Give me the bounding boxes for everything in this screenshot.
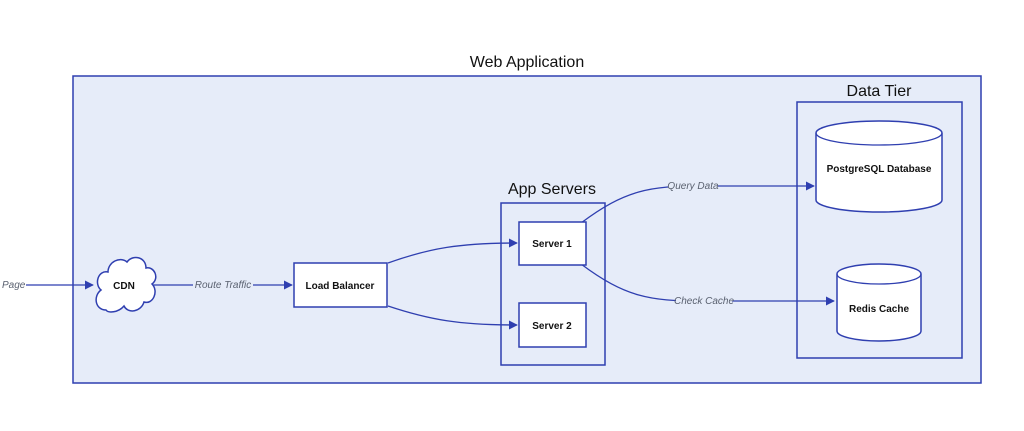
redis-label: Redis Cache [849,304,909,315]
server1-box [518,221,587,266]
edge-label-page: Page [2,280,26,291]
page-label-bg [0,278,25,292]
query-data-label-bg [668,179,718,193]
data-tier-title: Data Tier [847,83,913,100]
server2-box [518,302,587,348]
postgres-node: PostgreSQL Database [815,120,943,213]
postgres-label: PostgreSQL Database [827,164,932,175]
route-traffic-label-bg [193,278,253,292]
server1-label: Server 1 [532,239,572,250]
edge-label-check-cache: Check Cache [674,296,734,307]
database-top-rim [815,132,943,146]
load-balancer-label: Load Balancer [306,281,375,292]
cdn-label: CDN [113,281,135,292]
app-servers-title: App Servers [508,181,596,198]
edge-label-route-traffic: Route Traffic [195,280,252,291]
web-application-title: Web Application [470,54,584,71]
load-balancer-box [293,262,388,308]
cache-top-rim [836,273,922,285]
edge-lb-to-server2 [387,305,518,330]
load-balancer-node: Load Balancer [293,262,388,308]
cache-icon [836,263,922,342]
cloud-icon [95,256,157,313]
server1-node: Server 1 [518,221,587,266]
edge-label-query-data: Query Data [667,181,719,192]
cdn-node: CDN [95,256,157,313]
server2-label: Server 2 [532,321,572,332]
check-cache-label-bg [676,294,732,308]
edge-lb-to-server1 [387,238,518,264]
redis-node: Redis Cache [836,263,922,342]
server2-node: Server 2 [518,302,587,348]
